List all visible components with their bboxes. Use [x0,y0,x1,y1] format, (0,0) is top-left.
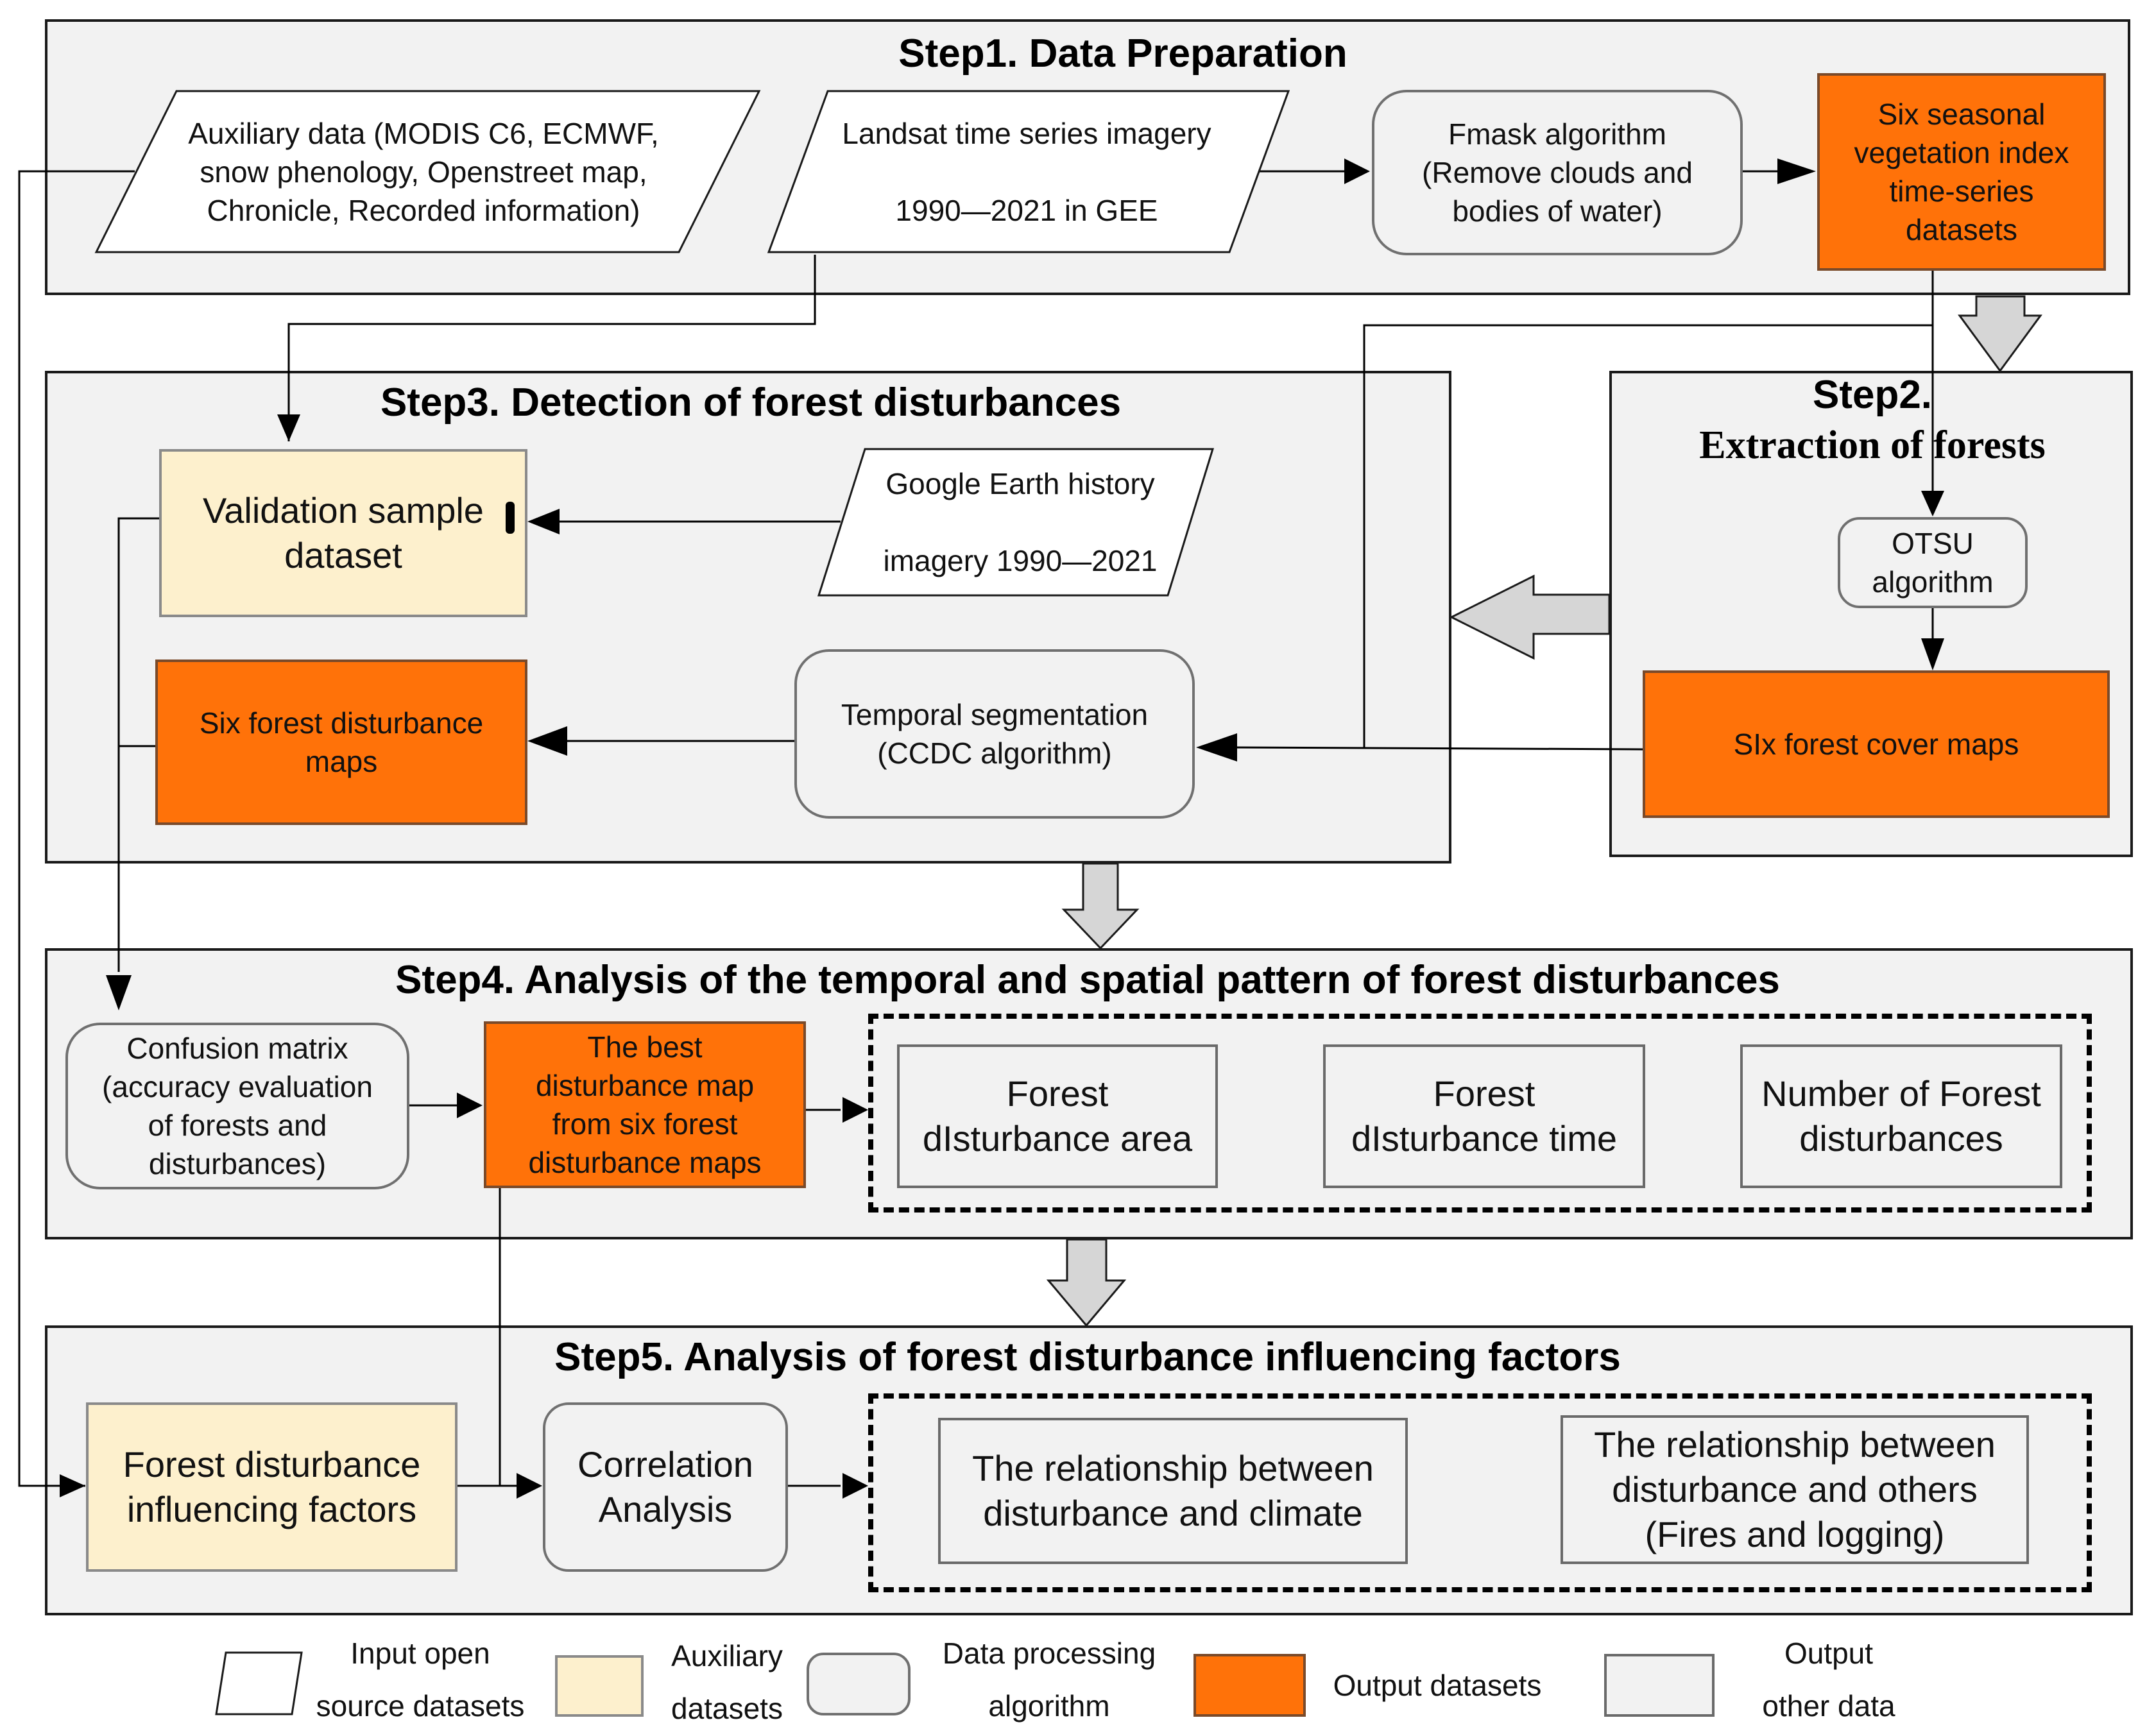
confusion-box: Confusion matrix (accuracy evaluation of… [65,1023,409,1189]
validation-to-confusion-line [117,517,159,972]
auxiliary-data-text: Auxiliary data (MODIS C6, ECMWF, snow ph… [188,117,659,227]
landsat-text: Landsat time series imagery 1990—2021 in… [842,117,1211,227]
disturbance-number-box: Number of Forest disturbances [1740,1044,2062,1188]
best-map-box: The best disturbance map from six forest… [484,1021,806,1188]
legend-output-swatch [1193,1654,1306,1717]
legend-processing-label: Data processing algorithm [942,1637,1156,1723]
disturbance-time-box: Forest dIsturbance time [1323,1044,1645,1188]
arrowhead-dashed4 [843,1097,868,1123]
fmask-box: Fmask algorithm (Remove clouds and bodie… [1372,90,1743,255]
arrowhead-correlation [517,1473,542,1499]
step5-dashed-group [868,1393,2092,1592]
block-arrow-step3-to-step4 [1061,862,1140,950]
factors-box: Forest disturbance influencing factors [86,1402,458,1572]
landsat-to-validation-line [287,255,816,441]
arrowhead-otsu [1921,491,1944,516]
others-box: The relationship between disturbance and… [1561,1415,2029,1564]
validation-box: Validation sample dataset [159,449,527,617]
forest-cover-box: SIx forest cover maps [1643,670,2110,818]
block-arrow-step1-to-step2 [1958,295,2042,373]
legend-auxiliary-label: Auxiliary datasets [671,1639,783,1725]
climate-box: The relationship between disturbance and… [938,1418,1408,1564]
correlation-box: Correlation Analysis [543,1402,788,1572]
six-seasonal-box: Six seasonal vegetation index time-serie… [1817,73,2106,271]
step1-title: Step1. Data Preparation [898,31,1347,76]
disturbance-area-box: Forest dIsturbance area [897,1044,1218,1188]
step2-title-line2: Extraction of forests [1699,423,2046,467]
arrowhead-validation [277,414,300,441]
validation-marker [506,502,515,534]
legend-other-label: Output other data [1762,1637,1895,1723]
step4-title: Step4. Analysis of the temporal and spat… [395,958,1780,1002]
temporal-box: Temporal segmentation (CCDC algorithm) [794,649,1195,819]
google-earth-text: Google Earth history imagery 1990—2021 [883,467,1158,577]
arrowhead-temporal [1196,733,1237,762]
arrowhead-seasonal [1777,158,1816,184]
otsu-box: OTSU algorithm [1838,517,2028,608]
step2-title-line1: Step2. [1812,373,1933,417]
arrowhead-fmask [1344,158,1370,184]
step4-dashed-group [868,1014,2092,1213]
arrowhead-google [527,509,560,534]
arrowhead-factors [60,1474,85,1497]
aux-to-factors-line [18,170,135,1487]
legend-input-label: Input open source datasets [316,1637,525,1723]
cover-to-temporal-line [1231,746,1643,751]
block-arrow-step4-to-step5 [1046,1238,1127,1327]
legend-processing-swatch [807,1653,911,1715]
arrowhead-maps [527,726,567,756]
step3-title: Step3. Detection of forest disturbances [380,380,1122,425]
arrowhead-dashed5 [843,1473,868,1499]
arrowhead-cover [1921,638,1944,670]
block-arrow-step2-to-step3 [1449,574,1611,660]
legend-auxiliary-swatch [555,1655,644,1717]
cover-branch-line [1363,324,1933,748]
arrowhead-confusion [106,975,132,1010]
arrowhead-best [457,1093,483,1118]
step5-title: Step5. Analysis of forest disturbance in… [554,1335,1621,1379]
legend-output-label: Output datasets [1333,1669,1542,1702]
legend-other-swatch [1604,1654,1715,1717]
disturbance-maps-box: Six forest disturbance maps [155,660,527,825]
